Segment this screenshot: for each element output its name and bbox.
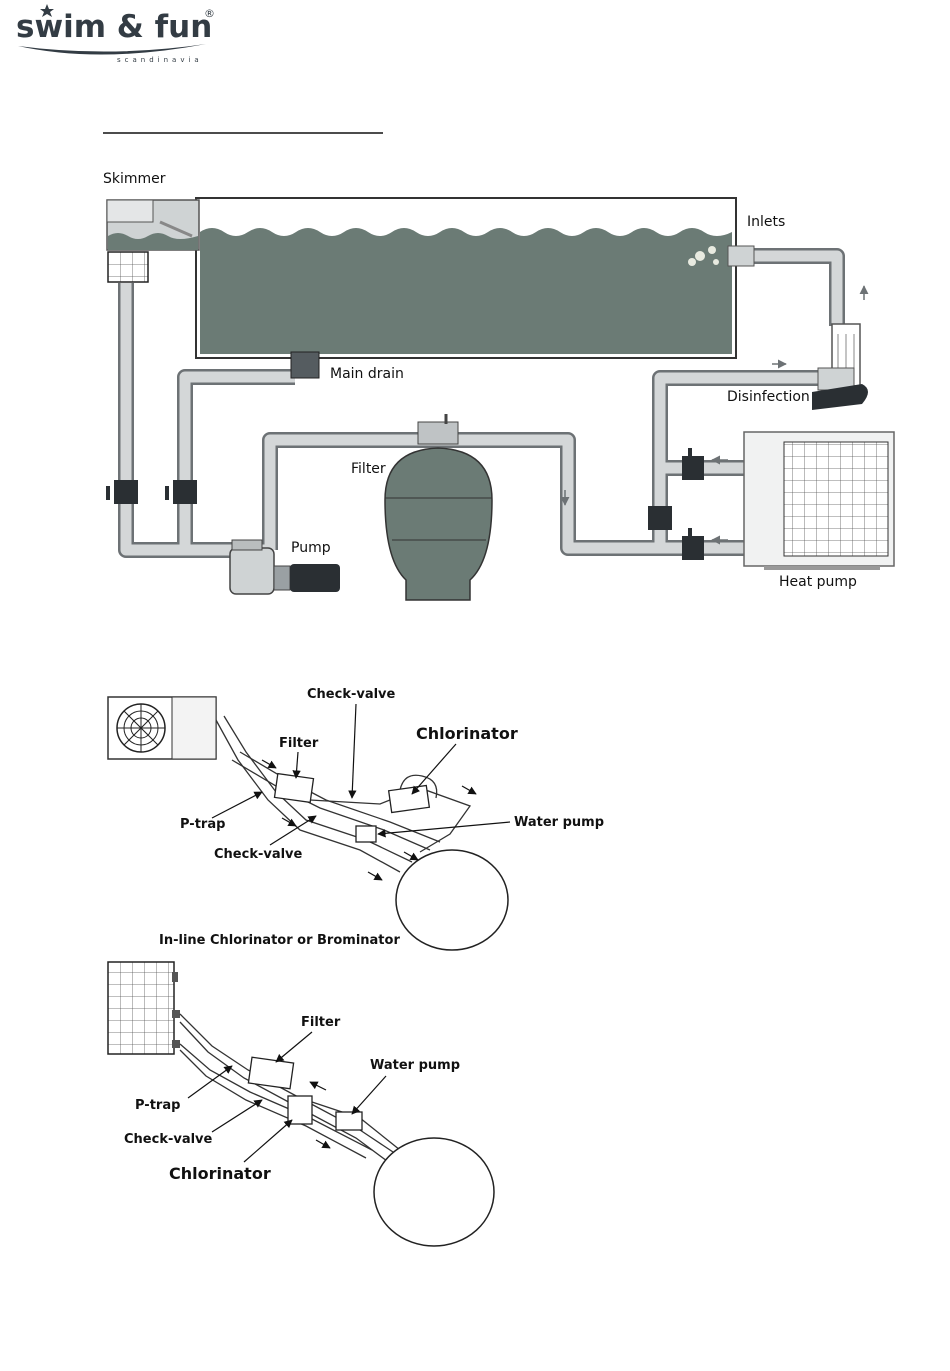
label-chlorinator-2: Chlorinator — [416, 724, 518, 743]
pump-motor — [290, 564, 340, 592]
logo-registered: ® — [204, 7, 215, 20]
valve-skimmer — [114, 480, 138, 504]
inline-chlorinator-diagram: Check-valve Chlorinator Filter P-trap Wa… — [108, 687, 604, 950]
logo-tagline: scandinavia — [117, 56, 203, 64]
label-filter: Filter — [351, 461, 386, 477]
valve-drain — [173, 480, 197, 504]
chlorinator-variant-diagram: Filter Water pump P-trap Check-valve Chl… — [108, 962, 494, 1246]
label-filter-3: Filter — [301, 1015, 341, 1030]
main-drain-fitting — [291, 352, 319, 378]
logo-swoosh — [18, 44, 206, 55]
valve-heat-supply — [682, 536, 704, 560]
brand-logo: swim & fun ® scandinavia — [16, 4, 215, 64]
heat-pump-grille-3 — [108, 962, 174, 1054]
label-chlorinator-3: Chlorinator — [169, 1164, 271, 1183]
water-pump-box-3 — [336, 1112, 362, 1130]
label-check-valve-top: Check-valve — [307, 687, 396, 702]
label-heat-pump: Heat pump — [779, 574, 857, 590]
label-check-valve-bottom-2: Check-valve — [214, 847, 303, 862]
heat-pump-unit — [744, 432, 894, 570]
water-pump-box-2 — [356, 826, 376, 842]
label-p-trap-2: P-trap — [180, 817, 225, 832]
filter-box-3 — [248, 1057, 293, 1089]
caption-inline-chlorinator: In-line Chlorinator or Brominator — [159, 933, 400, 948]
label-p-trap-3: P-trap — [135, 1098, 180, 1113]
inlet-bubbles — [695, 251, 705, 261]
valve-bypass — [648, 506, 672, 530]
chlorinator-box-2 — [389, 785, 430, 812]
label-water-pump-3: Water pump — [370, 1058, 460, 1073]
label-main-drain: Main drain — [330, 366, 404, 382]
label-inlets: Inlets — [747, 214, 785, 230]
label-water-pump-2: Water pump — [514, 815, 604, 830]
skimmer-basket — [108, 252, 148, 282]
valve-heat-return — [682, 456, 704, 480]
disinfection-unit — [812, 324, 868, 410]
label-filter-2: Filter — [279, 736, 319, 751]
label-check-valve-3: Check-valve — [124, 1132, 213, 1147]
pool-circulation-diagram: Skimmer Main dra — [103, 171, 894, 600]
heat-pump-grille — [784, 442, 888, 556]
pool-2 — [396, 850, 508, 950]
label-skimmer: Skimmer — [103, 171, 166, 187]
label-pump: Pump — [291, 540, 331, 556]
pool-3 — [374, 1138, 494, 1246]
filter-box-2 — [275, 774, 314, 803]
label-disinfection: Disinfection — [727, 389, 810, 405]
pool-water — [200, 228, 732, 354]
inlet-fitting — [728, 246, 754, 266]
